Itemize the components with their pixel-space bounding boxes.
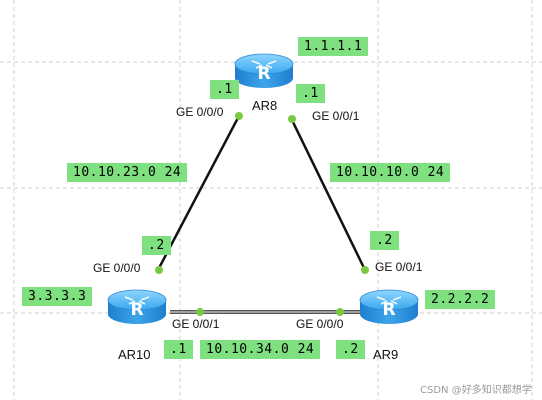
port-dot-ar10-ge001 (196, 308, 204, 316)
ar8-name: AR8 (252, 98, 278, 113)
router-ar9-icon[interactable]: R (359, 289, 419, 324)
router-ar8-icon[interactable]: R (234, 53, 294, 88)
ar10-ge000-host-label: .2 (142, 236, 171, 255)
port-dot-ar8-ge001 (288, 115, 296, 123)
ar8-ge001-host-label: .1 (296, 84, 325, 103)
router-ar10-symbol: R (130, 300, 143, 320)
port-dot-ar9-ge001 (361, 266, 369, 274)
csdn-watermark: CSDN @好多知识都想学 (420, 385, 532, 396)
ar10-ge001-host-label: .1 (164, 340, 193, 359)
ar10-loopback-label: 3.3.3.3 (22, 287, 93, 306)
ar9-name: AR9 (373, 347, 399, 362)
ar9-ge000-port-label: GE 0/0/0 (296, 317, 344, 331)
ar9-loopback-label: 2.2.2.2 (425, 290, 496, 309)
ar10-name: AR10 (118, 347, 151, 362)
ar10-ge001-port-label: GE 0/0/1 (172, 317, 220, 331)
port-dot-ar9-ge000 (336, 308, 344, 316)
router-ar9-symbol: R (382, 300, 395, 320)
ar9-ge000-host-label: .2 (336, 340, 365, 359)
network-ar8-ar10-label: 10.10.23.0 24 (67, 163, 188, 182)
ar9-ge001-host-label: .2 (370, 231, 399, 250)
ar8-ge001-port-label: GE 0/0/1 (312, 109, 360, 123)
ar9-ge001-port-label: GE 0/0/1 (375, 260, 423, 274)
router-ar10-icon[interactable]: R (107, 289, 167, 324)
ar8-loopback-label: 1.1.1.1 (298, 37, 369, 56)
ar10-ge000-port-label: GE 0/0/0 (93, 261, 141, 275)
ar8-ge000-host-label: .1 (210, 80, 239, 99)
port-dot-ar8-ge000 (235, 112, 243, 120)
router-ar8-symbol: R (257, 64, 270, 84)
network-ar10-ar9-label: 10.10.34.0 24 (200, 340, 321, 359)
port-dot-ar10-ge000 (155, 266, 163, 274)
ar8-ge000-port-label: GE 0/0/0 (176, 105, 224, 119)
link-ar8-ar9[interactable] (289, 117, 367, 271)
network-ar8-ar9-label: 10.10.10.0 24 (330, 163, 451, 182)
link-ar8-ar10[interactable] (156, 113, 242, 271)
